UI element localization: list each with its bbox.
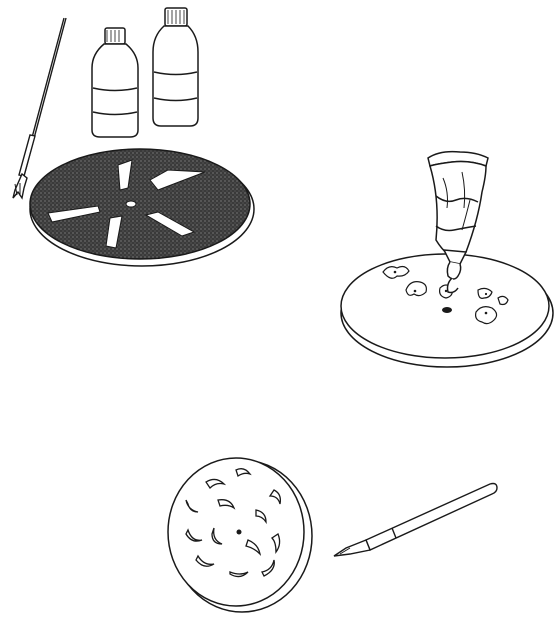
craft-knife-icon	[334, 484, 497, 557]
cut-out-disc-icon	[168, 458, 312, 612]
panel-painted-disc	[13, 8, 254, 266]
paint-bottle-icon	[92, 28, 138, 137]
panel-paste-disc	[341, 152, 553, 367]
paint-bottle-icon	[153, 8, 198, 126]
painted-disc-icon	[30, 149, 254, 266]
panel-cut-disc	[168, 458, 497, 612]
